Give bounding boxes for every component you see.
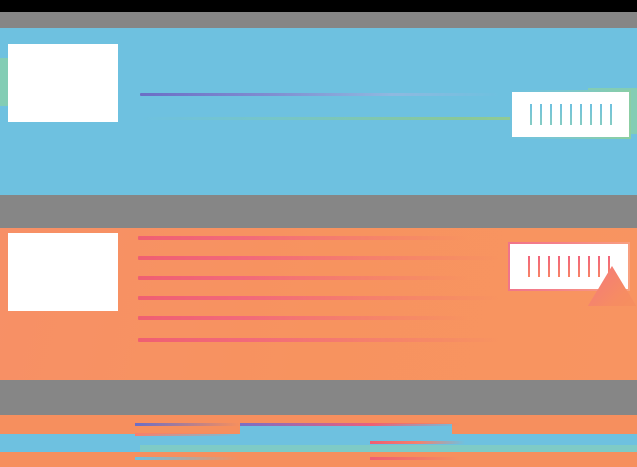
barcode-bar [558, 256, 560, 277]
accent-strip-blue-lower [0, 106, 8, 195]
barcode-bar [539, 104, 542, 125]
stripe-segment [0, 434, 380, 445]
barcode-bar [568, 256, 570, 277]
barcode-bar [578, 256, 580, 277]
accent-strip-green [0, 58, 8, 106]
stripe-rule [135, 457, 240, 460]
stripe-row [0, 415, 637, 424]
text-line-placeholder [138, 256, 498, 260]
barcode-bar [559, 104, 562, 125]
barcode-bar [589, 104, 592, 125]
text-line-placeholder [138, 296, 498, 300]
stripe-row [0, 452, 637, 467]
stripe-segment [380, 434, 637, 445]
barcode-bar [579, 104, 582, 125]
stripe-segment [140, 445, 470, 452]
thumbnail-frame-blue[interactable] [8, 44, 118, 122]
text-line-placeholder [140, 117, 560, 120]
thumbnail-image-blue [8, 44, 118, 122]
text-line-placeholder [138, 316, 468, 320]
barcode-bar [549, 104, 552, 125]
text-line-placeholder [140, 93, 500, 96]
stripe-segment [0, 424, 240, 434]
barcode-widget-blue[interactable] [510, 90, 631, 139]
thumbnail-image-orange [8, 233, 118, 311]
section-divider-1 [0, 195, 637, 228]
stripe-rule [370, 457, 460, 460]
barcode-bars-blue [512, 92, 629, 137]
stripe-rule [240, 423, 370, 426]
thumbnail-frame-orange[interactable] [8, 233, 118, 311]
header-divider [0, 12, 637, 28]
barcode-bar [538, 256, 540, 277]
stripe-segment [0, 445, 140, 452]
stripe-rule [370, 423, 460, 426]
barcode-bar [548, 256, 550, 277]
barcode-bar [569, 104, 572, 125]
media-card-orange[interactable] [0, 228, 637, 380]
barcode-bar [529, 104, 532, 125]
accent-strip-blue-upper [0, 28, 8, 58]
top-gutter [0, 0, 637, 12]
section-divider-2 [0, 380, 637, 415]
barcode-bar [609, 104, 612, 125]
stripe-segment [470, 445, 637, 452]
barcode-bar [599, 104, 602, 125]
stripe-segment [452, 424, 637, 434]
stripe-rule [370, 441, 465, 444]
text-line-placeholder [138, 338, 498, 342]
stripe-rule [135, 423, 240, 426]
text-line-placeholder [138, 236, 468, 240]
media-card-interleaved[interactable] [0, 415, 637, 467]
stripe-segment [240, 424, 452, 434]
text-line-placeholder [138, 276, 468, 280]
stripe-rule [135, 433, 240, 436]
media-card-blue[interactable] [0, 28, 637, 195]
barcode-bar [528, 256, 530, 277]
